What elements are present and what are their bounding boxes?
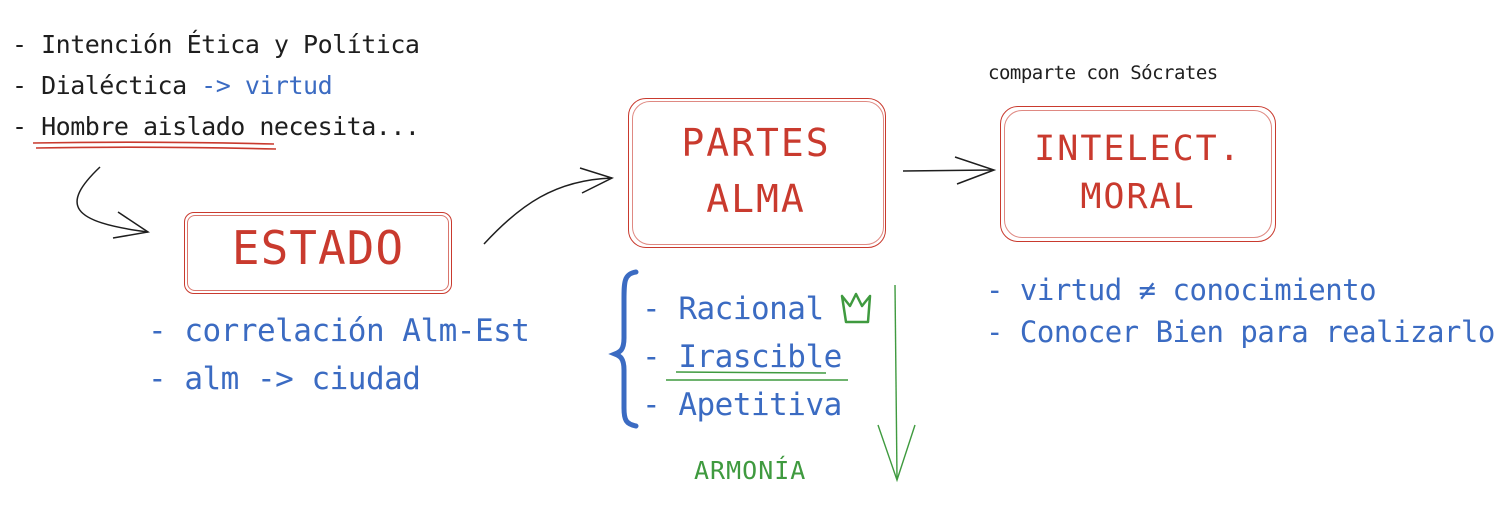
alma-box: [628, 98, 886, 248]
irascible-underline: [675, 371, 827, 374]
intro-line-2: - Dialéctica -> virtud: [12, 71, 333, 100]
crown-icon: [840, 292, 872, 324]
hombre-underline: [32, 141, 277, 150]
arrow-intro-to-estado-head: [112, 211, 150, 239]
alma-part-irascible: - Irascible: [642, 339, 842, 375]
alma-title-line-2: ALMA: [706, 177, 806, 221]
armonia-arrow-head: [877, 424, 916, 483]
intro-line-3-prefix: -: [12, 112, 42, 141]
intro-line-3: - Hombre aislado necesita...: [12, 112, 420, 141]
intro-line-2-arrow: -> virtud: [201, 71, 333, 100]
intelect-title-line-2: MORAL: [1080, 177, 1196, 217]
estado-title: ESTADO: [231, 221, 405, 275]
estado-box-inner: [187, 215, 449, 291]
intro-line-3-suffix: necesita...: [244, 112, 420, 141]
arrow-alma-to-intelect: [902, 169, 993, 172]
alma-box-inner: [632, 101, 884, 245]
arrow-estado-to-alma-head: [579, 167, 614, 194]
arrow-estado-to-alma: [483, 177, 613, 245]
intro-line-2-prefix: - Dialéctica: [12, 71, 202, 100]
intelect-box: [1000, 106, 1276, 242]
armonia-arrow: [894, 284, 898, 479]
estado-box: [184, 212, 452, 294]
alma-title-line-1: PARTES: [681, 121, 831, 165]
intelect-caption: comparte con Sócrates: [988, 62, 1218, 84]
arrow-intro-to-estado: [76, 166, 149, 233]
arrow-alma-to-intelect-head: [954, 156, 997, 185]
intelect-box-inner: [1004, 110, 1272, 238]
intro-line-1: - Intención Ética y Política: [12, 30, 420, 59]
estado-note-2: - alm -> ciudad: [148, 361, 421, 397]
intelect-note-1: - virtud ≠ conocimiento: [986, 273, 1377, 307]
armonia-label: ARMONÍA: [694, 456, 807, 485]
estado-note-1: - correlación Alm-Est: [148, 313, 530, 349]
alma-part-racional: - Racional: [642, 291, 824, 327]
intelect-title-line-1: INTELECT.: [1034, 129, 1242, 169]
alma-part-apetitiva: - Apetitiva: [642, 387, 842, 423]
intro-line-3-underlined: Hombre aislado: [41, 112, 245, 141]
intelect-note-2: - Conocer Bien para realizarlo: [986, 315, 1495, 349]
alma-brace: [608, 269, 639, 429]
